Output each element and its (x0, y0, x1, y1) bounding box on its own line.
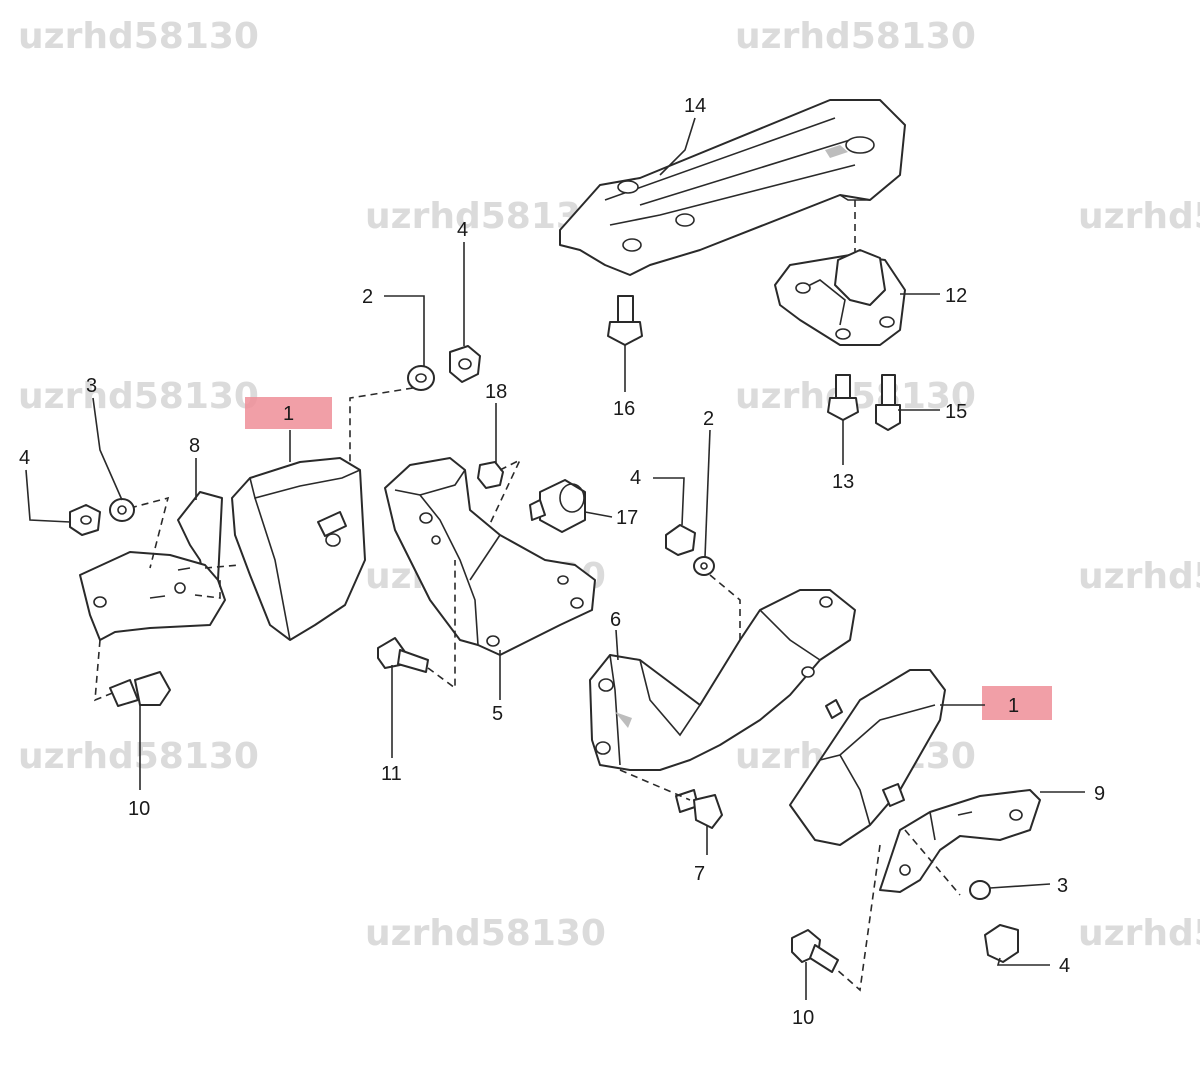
part-11-bolt (377, 637, 429, 673)
label-10-right: 10 (792, 1007, 814, 1029)
watermark: uzrhd58130 (735, 16, 976, 57)
label-14: 14 (684, 95, 706, 117)
assembly-line (129, 496, 170, 569)
label-13: 13 (832, 471, 854, 493)
part-10-bolt-right (791, 929, 839, 973)
part-6-bracket (589, 589, 856, 771)
assembly-line (834, 829, 961, 992)
part-10-bolt-left (109, 671, 171, 707)
part-4-nut-bottom (984, 924, 1019, 963)
label-2-top: 2 (362, 286, 373, 308)
assembly-line (709, 574, 741, 680)
part-labels: 14 12 15 13 16 2 4 18 17 1 3 4 8 10 11 5… (19, 95, 1105, 1029)
assembly-line (194, 564, 241, 599)
label-17: 17 (616, 507, 638, 529)
label-18: 18 (485, 381, 507, 403)
part-18-nut (477, 461, 504, 489)
part-3-washer-right (969, 880, 991, 900)
label-8: 8 (189, 435, 200, 457)
part-3-washer-left (109, 498, 135, 522)
label-3-right: 3 (1057, 875, 1068, 897)
part-2-washer-top (407, 365, 435, 391)
label-15: 15 (945, 401, 967, 423)
label-16: 16 (613, 398, 635, 420)
watermark: uzrhd5 (1078, 913, 1200, 954)
label-11: 11 (381, 763, 402, 785)
part-8-bracket (79, 491, 226, 641)
highlight-marker-right (982, 686, 1052, 720)
watermark: uzrhd58130 (18, 736, 259, 777)
part-4-nut-right (665, 524, 696, 556)
watermark: uzrhd5 (1078, 556, 1200, 597)
label-7: 7 (694, 863, 705, 885)
label-6: 6 (610, 609, 621, 631)
label-12: 12 (945, 285, 967, 307)
watermark: uzrhd58130 (18, 376, 259, 417)
assembly-line (479, 458, 522, 546)
label-9: 9 (1094, 783, 1105, 805)
assembly-line (619, 769, 691, 801)
part-9-bracket (879, 789, 1041, 893)
part-7-bolt (675, 789, 723, 829)
part-12-upper-mount (774, 249, 906, 346)
label-4-right: 4 (630, 467, 641, 489)
highlight-marker-left (245, 397, 332, 429)
part-4-nut-top (449, 345, 481, 383)
label-4-top: 4 (457, 219, 468, 241)
leader-lines (25, 117, 1085, 1000)
part-1-mount-right (789, 669, 946, 846)
label-10-left: 10 (128, 798, 150, 820)
label-5: 5 (492, 703, 503, 725)
label-3-left: 3 (86, 375, 97, 397)
label-1-left: 1 (283, 403, 294, 425)
part-4-nut-left (69, 504, 101, 536)
label-4-left: 4 (19, 447, 30, 469)
part-2-washer-right (693, 556, 715, 576)
part-16-stud (607, 295, 643, 346)
watermark: uzrhd58130 (365, 913, 606, 954)
watermark: uzrhd5 (1078, 196, 1200, 237)
part-17-bushing (529, 479, 586, 533)
part-14-crossmember (559, 99, 906, 276)
watermark: uzrhd58130 (18, 16, 259, 57)
label-4-bottom: 4 (1059, 955, 1070, 977)
label-2-right: 2 (703, 408, 714, 430)
part-1-mount-left (231, 457, 366, 641)
part-15-bolt (875, 374, 901, 431)
label-1-right: 1 (1008, 695, 1019, 717)
part-5-bracket (384, 457, 596, 656)
part-13-bolt (827, 374, 859, 421)
